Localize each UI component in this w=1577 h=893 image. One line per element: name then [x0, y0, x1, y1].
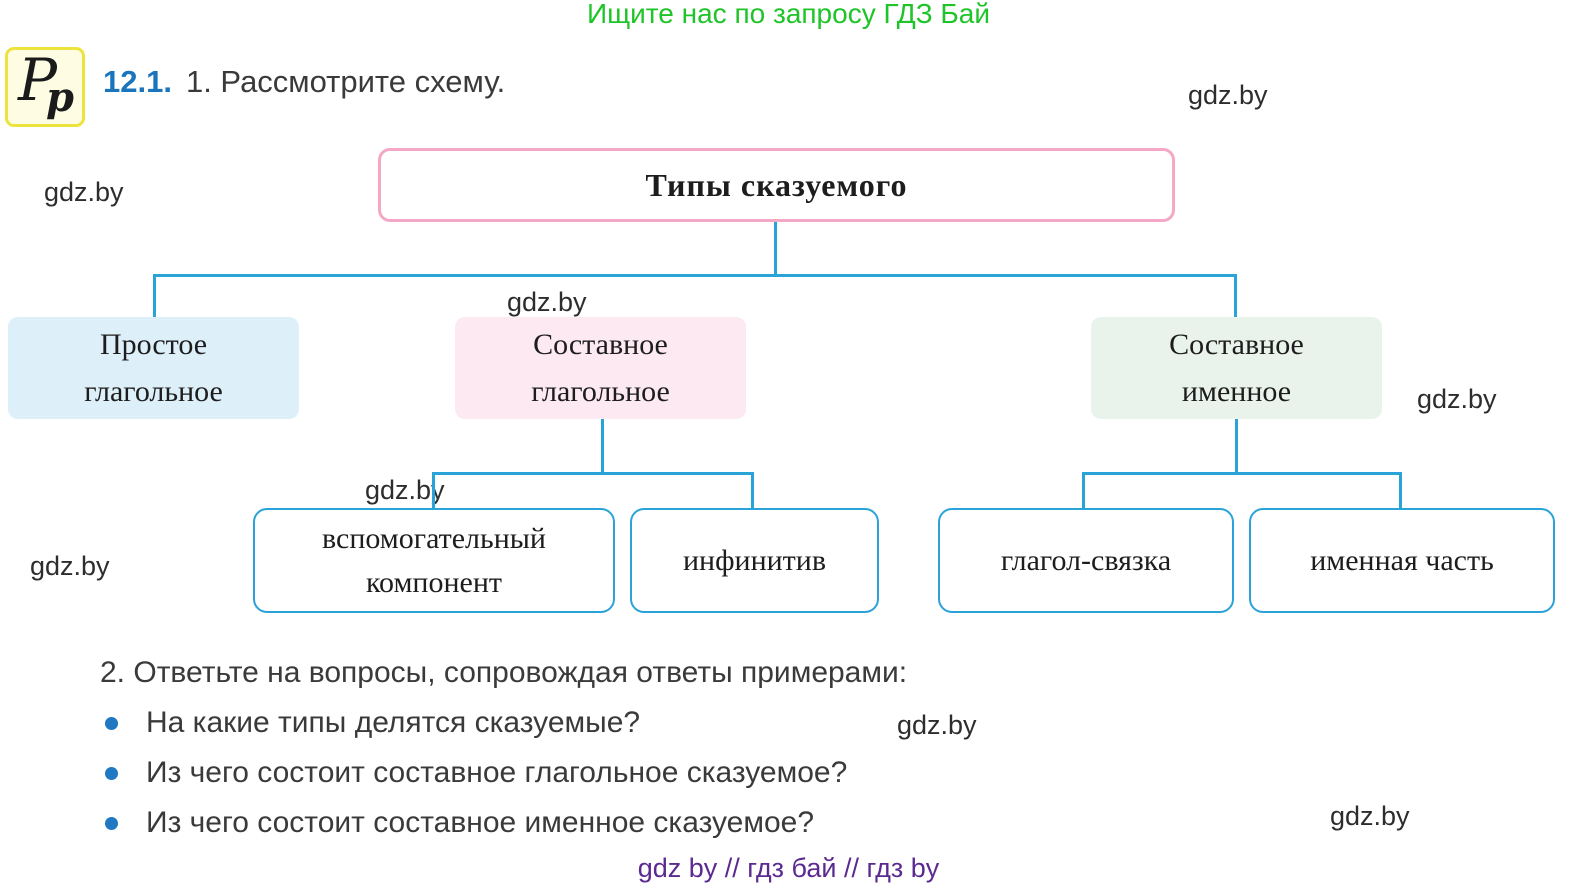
bullet-icon: [105, 716, 118, 730]
watermark-gdzby: gdz.by: [897, 710, 977, 740]
connector-nominal-children-horizontal: [1082, 472, 1402, 475]
connector-drop-aux-component: [432, 472, 435, 509]
connector-drop-simple-verbal: [153, 274, 156, 318]
box-label-line: Составное: [533, 328, 668, 361]
box-label-line: вспомогательный: [322, 521, 546, 555]
box-label-line: компонент: [365, 565, 503, 599]
question-text: Из чего состоит составное глагольное ска…: [146, 756, 848, 789]
box-label-line: глагольное: [84, 375, 223, 408]
task2-intro: 2. Ответьте на вопросы, сопровождая отве…: [100, 656, 908, 689]
connector-compound-nominal-stem: [1235, 419, 1238, 475]
box-label-line: Простое: [99, 328, 208, 361]
box-label-line: глагольное: [531, 375, 670, 408]
connector-root-stem: [774, 219, 777, 276]
watermark-gdzby: gdz.by: [1417, 384, 1497, 414]
logo-letter-large: P: [18, 46, 58, 114]
promo-banner-text: Ищите нас по запросу ГДЗ Бай: [586, 0, 991, 29]
bullet-icon: [105, 766, 118, 780]
watermark-gdzby: gdz.by: [44, 177, 124, 207]
root-label: Типы сказуемого: [645, 166, 908, 203]
watermark-gdzby: gdz.by: [1330, 801, 1410, 831]
speech-development-logo: P p: [5, 46, 85, 127]
connector-level1-horizontal: [153, 274, 1237, 277]
bullet-icon: [105, 816, 118, 830]
connector-drop-nominal-part: [1399, 472, 1402, 509]
exercise-heading: 12.1. 1. Рассмотрите схему.: [103, 64, 505, 100]
box-simple-verbal: Простое глагольное: [8, 317, 299, 419]
box-label-line: именная часть: [1310, 543, 1494, 577]
task1-text: 1. Рассмотрите схему.: [185, 64, 506, 99]
box-label-line: Составное: [1169, 328, 1304, 361]
watermark-gdzby: gdz.by: [365, 475, 445, 505]
watermark-gdzby: gdz.by: [30, 551, 110, 581]
connector-drop-linking-verb: [1082, 472, 1085, 509]
box-label-line: глагол-связка: [1000, 543, 1172, 577]
box-compound-nominal: Составное именное: [1091, 317, 1382, 419]
question-text: На какие типы делятся сказуемые?: [146, 706, 641, 739]
box-compound-verbal: Составное глагольное: [455, 317, 746, 419]
box-label-line: инфинитив: [682, 543, 827, 577]
watermark-gdzby: gdz.by: [1188, 80, 1268, 110]
logo-letter-small: p: [46, 74, 74, 121]
question-text: Из чего состоит составное именное сказуе…: [146, 806, 815, 839]
box-auxiliary-component: вспомогательный компонент: [253, 508, 615, 613]
connector-verbal-children-horizontal: [432, 472, 754, 475]
connector-compound-verbal-stem: [601, 419, 604, 475]
connector-drop-compound-nominal: [1234, 274, 1237, 318]
box-label-line: именное: [1181, 375, 1292, 408]
box-linking-verb: глагол-связка: [938, 508, 1234, 613]
footer-search-terms: gdz by // гдз бай // гдз by: [637, 853, 940, 883]
diagram-root-box: Типы сказуемого: [378, 148, 1175, 222]
watermark-gdzby: gdz.by: [507, 287, 587, 317]
question-item: Из чего состоит составное глагольное ска…: [105, 756, 847, 790]
box-infinitive: инфинитив: [630, 508, 879, 613]
exercise-number: 12.1.: [103, 64, 172, 99]
connector-drop-infinitive: [751, 472, 754, 509]
box-nominal-part: именная часть: [1249, 508, 1555, 613]
question-item: Из чего состоит составное именное сказуе…: [105, 806, 814, 840]
question-item: На какие типы делятся сказуемые?: [105, 706, 640, 740]
